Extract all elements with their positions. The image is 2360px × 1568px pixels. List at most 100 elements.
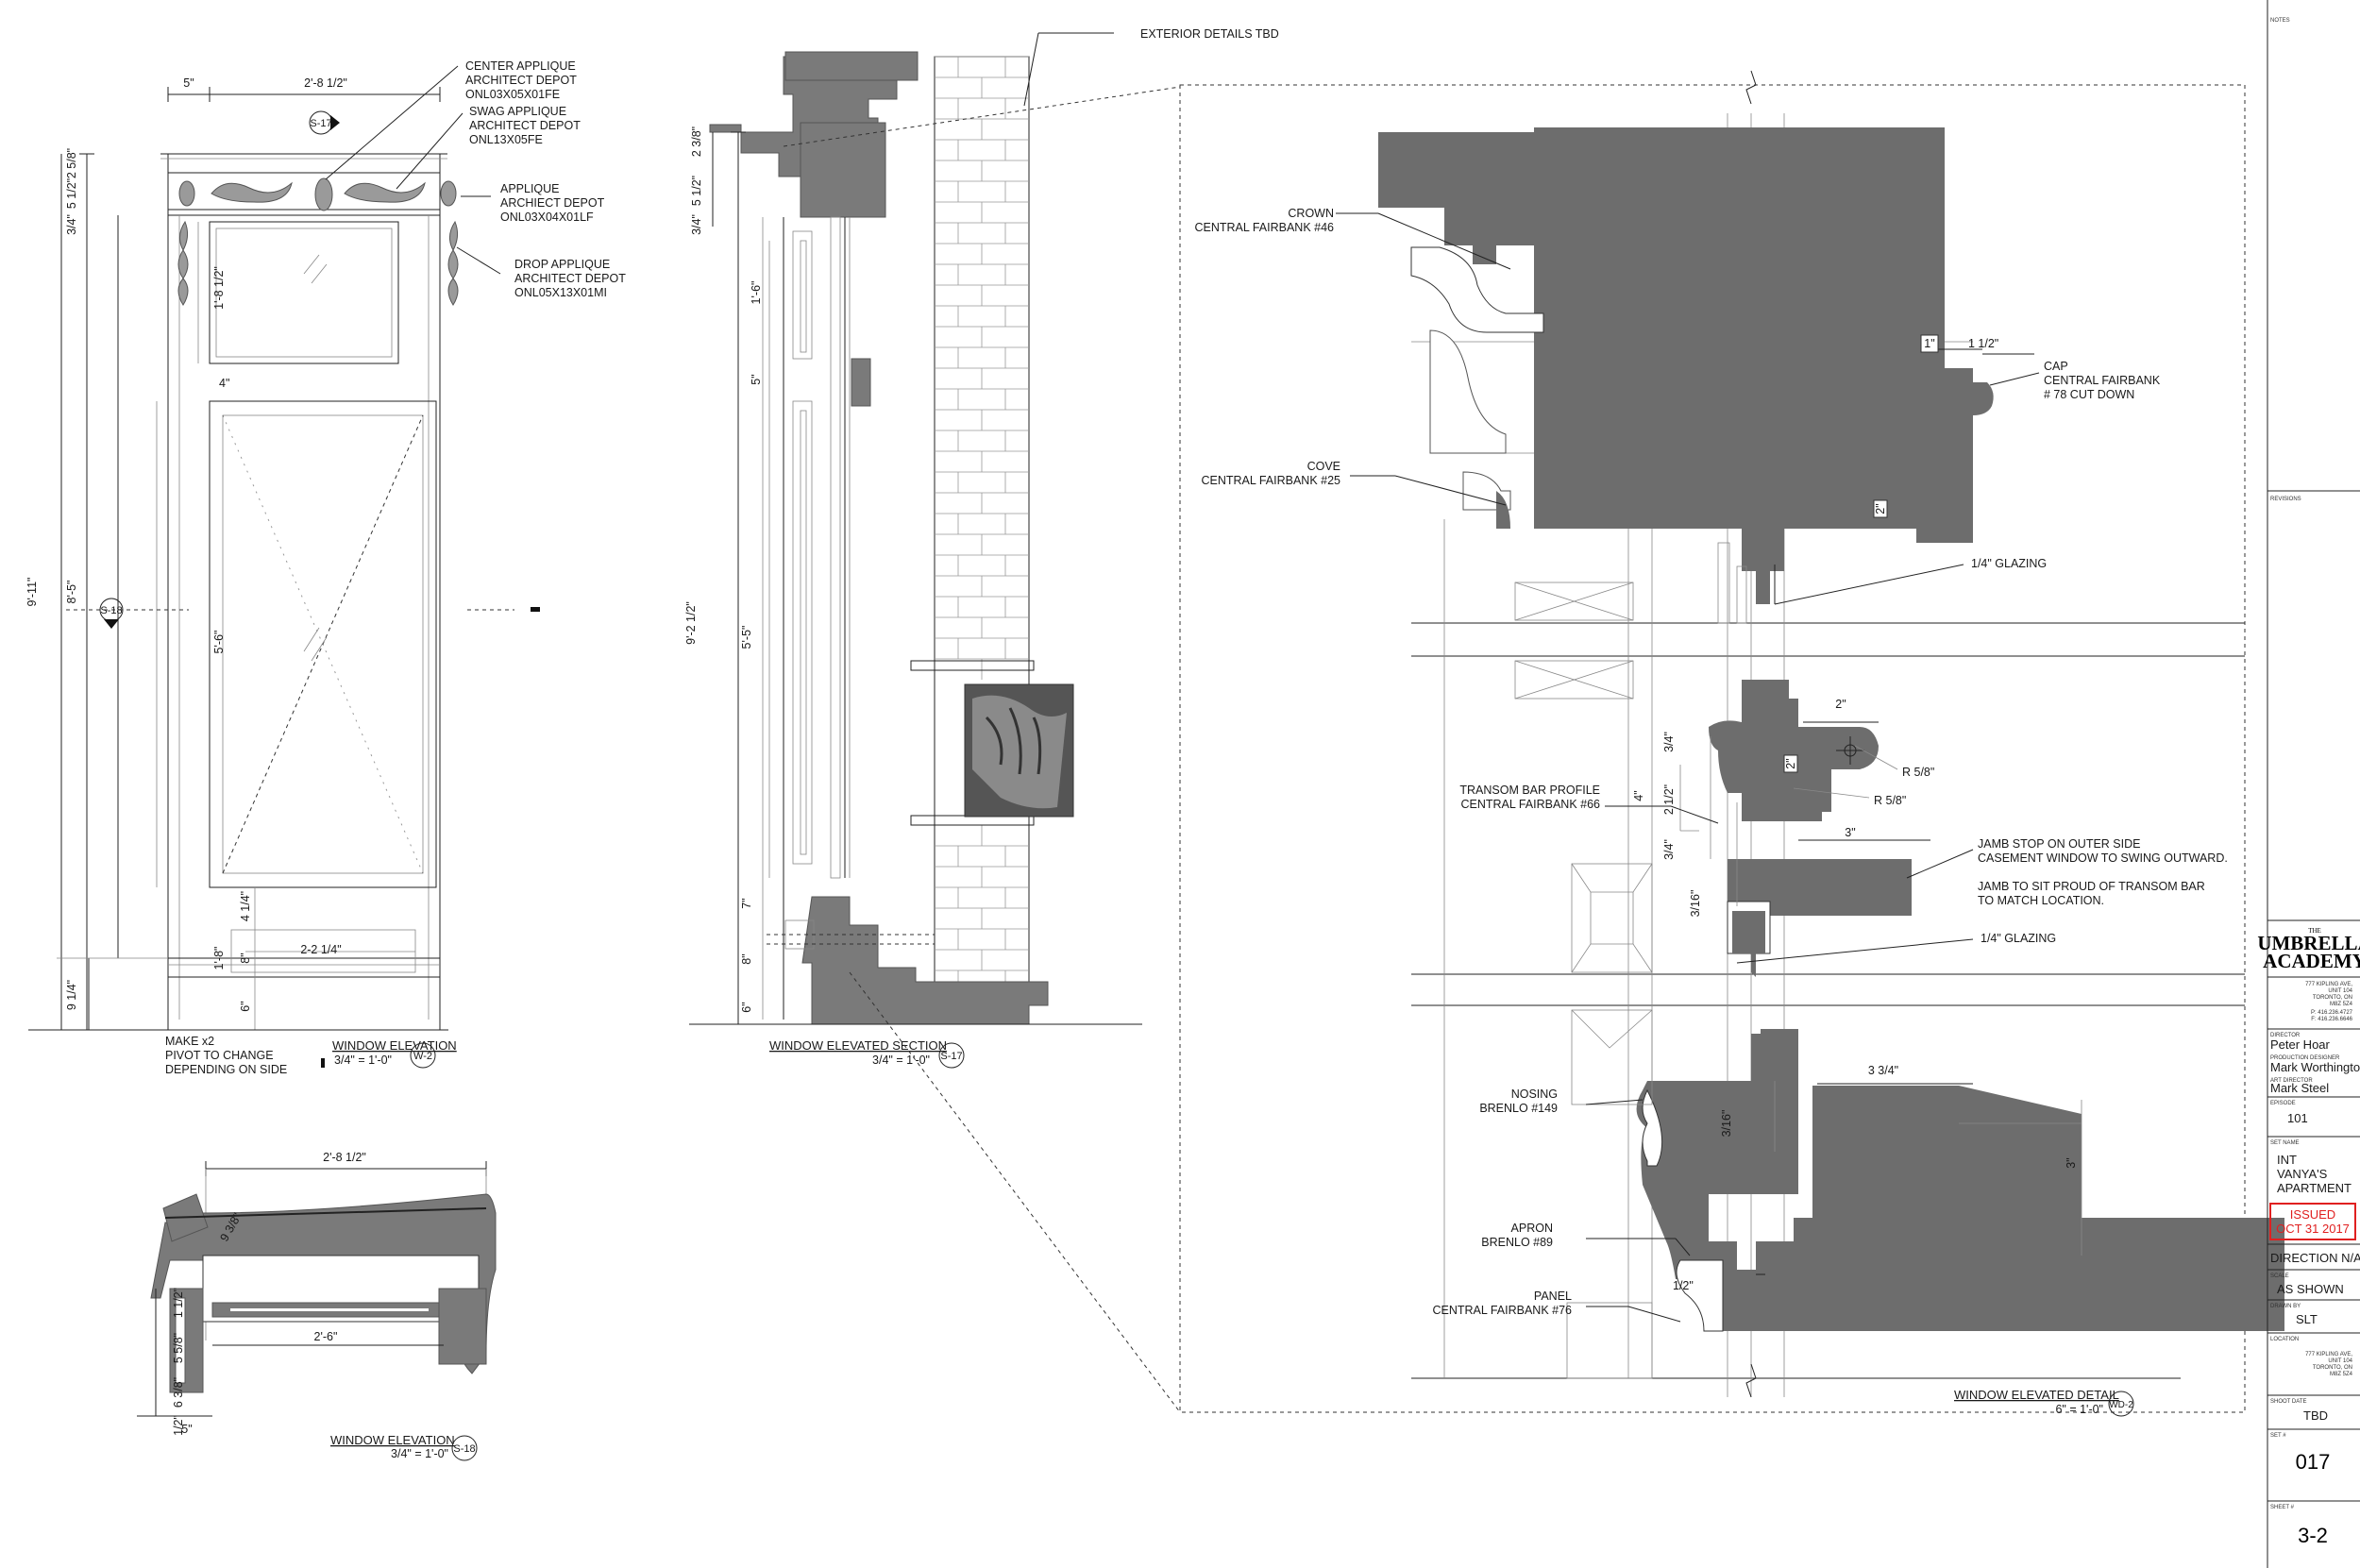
window-plan-s18: 2'-8 1/2" 9 3/8" 1 1/2" 5 5/8" 6 3/8" 1/… bbox=[137, 1151, 497, 1461]
w2-transom bbox=[209, 221, 399, 364]
tb-sheet-label: SHEET # bbox=[2270, 1505, 2295, 1510]
w2-dim-8: 8" bbox=[239, 953, 252, 963]
wd2-dim-1-2: 1/2" bbox=[1673, 1279, 1694, 1292]
s17-dim-1-6: 1'-6" bbox=[750, 281, 763, 305]
w2-scale: 3/4" = 1'-0" bbox=[334, 1054, 392, 1067]
tb-revisions-label: REVISIONS bbox=[2270, 497, 2301, 502]
tb-sheet: 3-2 bbox=[2298, 1524, 2328, 1547]
wd2-dim-2b: 2" bbox=[1835, 698, 1846, 711]
s17-dim-overall: 9'-2 1/2" bbox=[684, 601, 698, 645]
s17-exterior-note: EXTERIOR DETAILS TBD bbox=[1140, 27, 1279, 41]
tb-episode: 101 bbox=[2287, 1111, 2308, 1125]
w2-dim-overall-h: 9'-11" bbox=[25, 578, 39, 607]
tb-pd-label: PRODUCTION DESIGNER bbox=[2270, 1055, 2340, 1061]
w2-dim-1-8: 1'-8" bbox=[212, 947, 226, 970]
tb-episode-label: EPISODE bbox=[2270, 1101, 2296, 1106]
w2-dim-transom-h: 1'-8 1/2" bbox=[212, 266, 226, 310]
s18-dim-1-1-2: 1 1/2" bbox=[172, 1288, 185, 1318]
svg-text:ACADEMY: ACADEMY bbox=[2263, 950, 2360, 972]
s18-dim-5-5-8: 5 5/8" bbox=[172, 1333, 185, 1363]
wd2-dim-1: 1" bbox=[1924, 337, 1934, 350]
tb-ad: Mark Steel bbox=[2270, 1081, 2329, 1095]
wd2-dim-3b: 3" bbox=[2065, 1157, 2078, 1168]
tb-ad-label: ART DIRECTOR bbox=[2270, 1078, 2313, 1084]
wd2-transom-bar bbox=[1709, 680, 1879, 821]
s18-dim-width: 2'-8 1/2" bbox=[323, 1151, 366, 1164]
wd2-tag: WD-2 bbox=[2109, 1400, 2133, 1410]
s18-dim-inner: 2'-6" bbox=[314, 1330, 338, 1343]
wd2-dim-3-16b: 3/16" bbox=[1720, 1110, 1733, 1138]
w2-dim-2-5-8: 2 5/8" bbox=[65, 148, 78, 178]
w2-outer-frame bbox=[167, 153, 441, 1031]
s18-dim-5: 5" bbox=[181, 1423, 192, 1436]
tb-drawn: SLT bbox=[2296, 1312, 2318, 1326]
wd2-dim-3-3-4: 3 3/4" bbox=[1868, 1064, 1898, 1077]
s17-dim-3-4: 3/4" bbox=[690, 214, 703, 235]
svg-text:THE: THE bbox=[2308, 927, 2321, 935]
tb-scale-label: SCALE bbox=[2270, 1273, 2289, 1279]
tb-drawn-label: DRAWN BY bbox=[2270, 1304, 2301, 1309]
tb-director: Peter Hoar bbox=[2270, 1037, 2331, 1052]
s17-dim-6: 6" bbox=[740, 1002, 753, 1012]
tb-set-no-label: SET # bbox=[2270, 1433, 2286, 1439]
tb-scale: AS SHOWN bbox=[2277, 1282, 2344, 1296]
s17-dim-5-5: 5'-5" bbox=[740, 626, 753, 649]
s17-dim-5: 5" bbox=[750, 374, 763, 384]
w2-dim-base-h: 9 1/4" bbox=[65, 980, 78, 1010]
s17-title: WINDOW ELEVATED SECTION bbox=[769, 1038, 947, 1053]
tb-set-no: 017 bbox=[2296, 1450, 2331, 1474]
w2-dim-gap-4: 4" bbox=[219, 377, 229, 390]
wd2-dim-1-1-2: 1 1/2" bbox=[1968, 337, 1998, 350]
s17-dim-2-3-8: 2 3/8" bbox=[690, 126, 703, 157]
s18-tag: S-18 bbox=[453, 1443, 475, 1455]
s17-brick-courses bbox=[935, 56, 1029, 1020]
s17-sill bbox=[801, 896, 1049, 1025]
s17-dim-8: 8" bbox=[740, 953, 753, 964]
wd2-dim-r2: R 5/8" bbox=[1874, 794, 1906, 807]
tb-direction: DIRECTION N/A bbox=[2270, 1251, 2360, 1265]
w2-tag: W-2 bbox=[413, 1051, 432, 1062]
wd2-dim-r1: R 5/8" bbox=[1902, 766, 1934, 779]
window-section-s17: EXTERIOR DETAILS TBD 2 3/8" 5 1/2" 3/4" … bbox=[684, 27, 1279, 1413]
wd2-scale: 6" = 1'-0" bbox=[2055, 1403, 2103, 1416]
wd2-dim-4: 4" bbox=[1632, 790, 1645, 801]
s17-dim-5-1-2: 5 1/2" bbox=[690, 176, 703, 206]
tb-shoot: TBD bbox=[2303, 1408, 2328, 1423]
w2-dim-6: 6" bbox=[239, 1001, 252, 1011]
tb-issued-box bbox=[2269, 1203, 2356, 1240]
wd2-title: WINDOW ELEVATED DETAIL bbox=[1954, 1388, 2119, 1402]
wd2-glazing-mid: 1/4" GLAZING bbox=[1981, 932, 2056, 945]
w2-dim-3-4: 3/4" bbox=[65, 214, 78, 235]
tb-set-name-label: SET NAME bbox=[2270, 1140, 2300, 1146]
w2-dim-top-left: 5" bbox=[183, 76, 194, 90]
s17-dim-7: 7" bbox=[740, 898, 753, 908]
s18-title: WINDOW ELEVATION bbox=[330, 1433, 455, 1447]
wd2-glazing-top: 1/4" GLAZING bbox=[1971, 557, 2047, 570]
w2-dim-sash-h: 5'-6" bbox=[212, 631, 226, 654]
tb-location-label: LOCATION bbox=[2270, 1337, 2299, 1342]
wd2-cap bbox=[1916, 368, 1973, 543]
wd2-dim-2c: 2" bbox=[1784, 758, 1797, 768]
w2-appliques bbox=[177, 177, 459, 306]
w2-dim-5-1-2: 5 1/2" bbox=[65, 178, 78, 209]
s17-tag: S-17 bbox=[940, 1051, 962, 1062]
w2-dim-4-1-4: 4 1/4" bbox=[239, 891, 252, 921]
